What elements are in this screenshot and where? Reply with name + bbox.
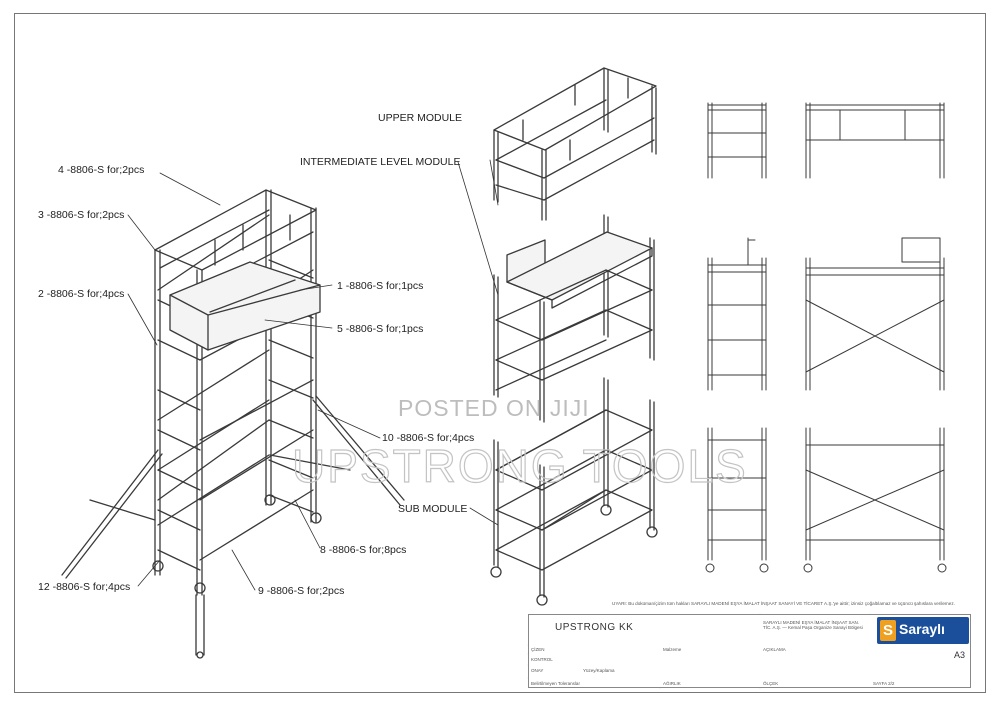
leader-lines bbox=[127, 159, 499, 591]
label-part-4: 4 -8806-S for;2pcs bbox=[58, 164, 144, 176]
drawing-sheet bbox=[14, 13, 986, 693]
label-part-2: 2 -8806-S for;4pcs bbox=[38, 288, 124, 300]
label-part-1: 1 -8806-S for;1pcs bbox=[337, 280, 423, 292]
upper-module bbox=[493, 67, 657, 221]
label-intermediate-module: INTERMEDIATE LEVEL MODULE bbox=[300, 156, 460, 168]
logo-mark-icon: S bbox=[880, 620, 896, 641]
label-part-10: 10 -8806-S for;4pcs bbox=[382, 432, 474, 444]
scaffold-tower bbox=[61, 189, 405, 659]
label-part-5: 5 -8806-S for;1pcs bbox=[337, 323, 423, 335]
company-logo: S Saraylı bbox=[877, 617, 969, 644]
title-block-note: UYARI: Bu doküman/çizim tüm hakları SARA… bbox=[612, 601, 955, 606]
tb-cell-5: AÇIKLAMA bbox=[763, 647, 786, 652]
label-part-3: 3 -8806-S for;2pcs bbox=[38, 209, 124, 221]
intermediate-module bbox=[493, 214, 655, 423]
sheet-size: A3 bbox=[954, 650, 966, 660]
tb-cell-8: ÖLÇEK bbox=[763, 681, 779, 686]
watermark-posted: POSTED ON JIJI bbox=[398, 395, 590, 421]
watermark-brand: UPSTRONG TOOLS bbox=[292, 440, 748, 492]
label-sub-module: SUB MODULE bbox=[398, 503, 467, 515]
tb-cell-2: ONAY bbox=[531, 668, 544, 673]
label-part-12: 12 -8806-S for;4pcs bbox=[38, 581, 130, 593]
logo-text: Saraylı bbox=[899, 621, 945, 637]
label-part-8: 8 -8806-S for;8pcs bbox=[320, 544, 406, 556]
label-part-9: 9 -8806-S for;2pcs bbox=[258, 585, 344, 597]
label-upper-module: UPPER MODULE bbox=[378, 112, 462, 124]
watermark: POSTED ON JIJI UPSTRONG TOOLS bbox=[291, 395, 748, 493]
drawing-title: UPSTRONG KK bbox=[555, 622, 634, 633]
ortho-views bbox=[705, 102, 947, 573]
tb-cell-0: ÇİZEN bbox=[531, 647, 545, 652]
tb-cell-3: Malzeme bbox=[663, 647, 682, 652]
tb-cell-7: AĞIRLIK bbox=[663, 681, 681, 686]
tb-cell-1: KONTROL bbox=[531, 657, 553, 662]
tb-cell-4: Yüzey/Kaplama bbox=[583, 668, 615, 673]
tb-cell-6: Belirtilmeyen Toleranslar bbox=[531, 681, 580, 686]
part-labels: 4 -8806-S for;2pcs 3 -8806-S for;2pcs 2 … bbox=[38, 112, 474, 597]
tb-cell-9: SAYFA 2/2 bbox=[873, 681, 895, 686]
tb-company: SARAYLI MADENİ EŞYA İMALAT İNŞAAT SAN. T… bbox=[763, 620, 863, 631]
sub-module bbox=[490, 377, 658, 606]
